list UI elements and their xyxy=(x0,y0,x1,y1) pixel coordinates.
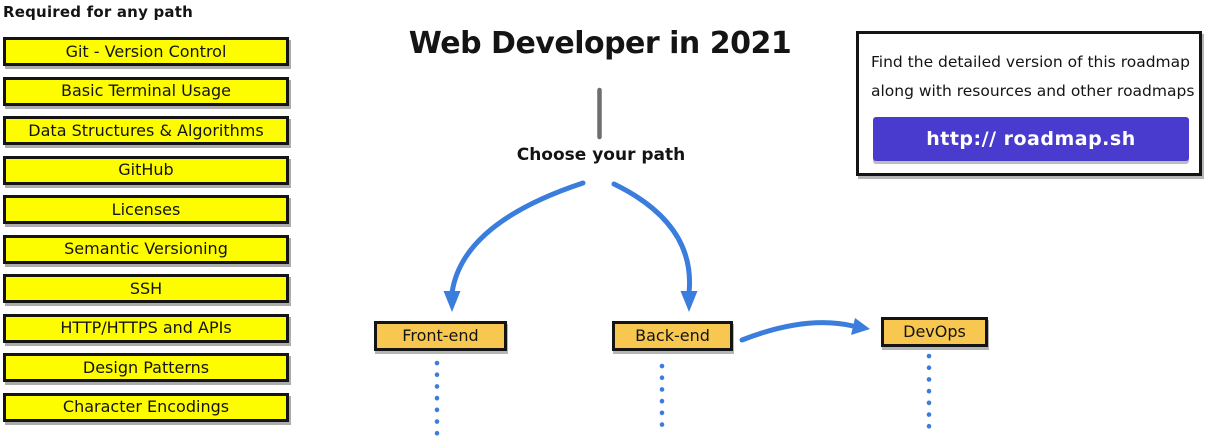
info-panel-line-1: Find the detailed version of this roadma… xyxy=(871,53,1190,71)
choose-path-label: Choose your path xyxy=(516,145,686,165)
topic-licenses[interactable]: Licenses xyxy=(3,195,289,224)
required-section-heading: Required for any path xyxy=(3,3,193,21)
node-back-end[interactable]: Back-end xyxy=(612,321,733,351)
arrow-to-front-end-head xyxy=(443,291,461,312)
topic-character-encodings[interactable]: Character Encodings xyxy=(3,392,289,422)
node-front-end[interactable]: Front-end xyxy=(374,321,507,351)
required-topic-list: Git - Version Control Basic Terminal Usa… xyxy=(3,37,289,422)
arrow-to-back-end xyxy=(611,181,693,296)
info-panel: Find the detailed version of this roadma… xyxy=(856,31,1202,176)
topic-git-version-control[interactable]: Git - Version Control xyxy=(3,37,289,66)
arrow-to-front-end xyxy=(449,180,586,296)
arrow-to-back-end-head xyxy=(680,291,698,312)
topic-github[interactable]: GitHub xyxy=(3,155,289,185)
node-devops[interactable]: DevOps xyxy=(881,317,988,347)
roadmap-url-button[interactable]: http:// roadmap.sh xyxy=(873,117,1189,161)
arrow-to-devops xyxy=(739,320,856,343)
topic-design-patterns[interactable]: Design Patterns xyxy=(3,353,289,382)
topic-http-https-apis[interactable]: HTTP/HTTPS and APIs xyxy=(3,313,289,343)
topic-ssh[interactable]: SSH xyxy=(3,274,289,303)
topic-basic-terminal-usage[interactable]: Basic Terminal Usage xyxy=(3,76,289,106)
page-title: Web Developer in 2021 xyxy=(408,26,792,61)
topic-semantic-versioning[interactable]: Semantic Versioning xyxy=(3,234,289,264)
arrow-to-devops-head xyxy=(851,318,870,335)
info-panel-line-2: along with resources and other roadmaps xyxy=(871,82,1195,100)
topic-data-structures-algorithms[interactable]: Data Structures & Algorithms xyxy=(3,116,289,145)
